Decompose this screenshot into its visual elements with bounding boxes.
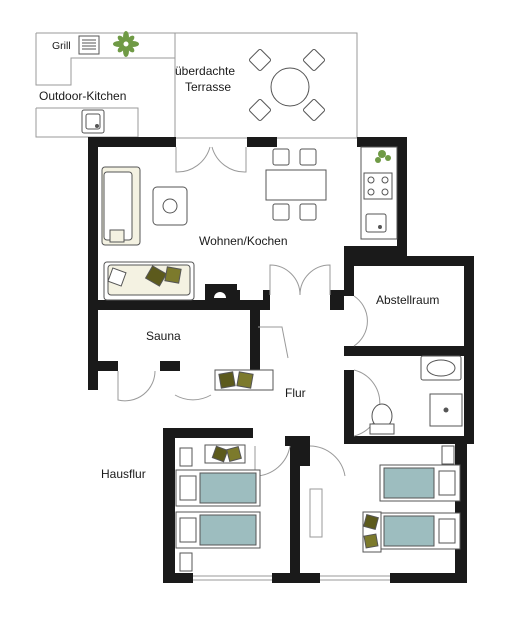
bedroom-2 [362,445,461,553]
bedroom-1 [175,444,261,572]
label-sauna: Sauna [146,329,181,343]
label-terrace-line1: überdachte [175,64,235,78]
sofa-icon [101,166,141,246]
table-icon [265,148,327,221]
bed-icon [379,512,461,550]
chair [249,99,271,121]
chair [249,49,271,71]
labels: Grill Outdoor-Kitchen überdachte Terrass… [39,40,439,481]
hall-chairs [214,369,274,391]
toilet-icon [369,403,395,435]
label-grill: Grill [52,40,71,52]
kitchen-counter [360,146,398,240]
label-terrace-line2: Terrasse [185,80,231,94]
bed-icon [175,511,261,549]
label-hallway: Flur [285,386,306,400]
sink-icon [365,213,387,233]
label-storage: Abstellraum [376,293,439,307]
sink-icon [420,355,462,381]
chair [303,49,325,71]
sink-icon [81,109,105,134]
bed-icon [175,469,261,507]
sofa-icon [103,261,195,301]
rug [152,186,188,226]
table-icon [249,49,325,121]
bed-icon [379,464,461,502]
label-entrance: Hausflur [101,467,146,481]
label-living: Wohnen/Kochen [199,234,288,248]
shower-icon [429,393,463,427]
label-outdoor-kitchen: Outdoor-Kitchen [39,89,126,103]
grill-icon [78,35,100,55]
fireplace-icon [205,284,237,302]
chair [303,99,325,121]
bathroom-fixtures [369,355,463,435]
stove-icon [363,172,393,200]
door-swings [117,146,390,581]
plant-icon [375,150,391,163]
plant-icon [113,31,139,57]
